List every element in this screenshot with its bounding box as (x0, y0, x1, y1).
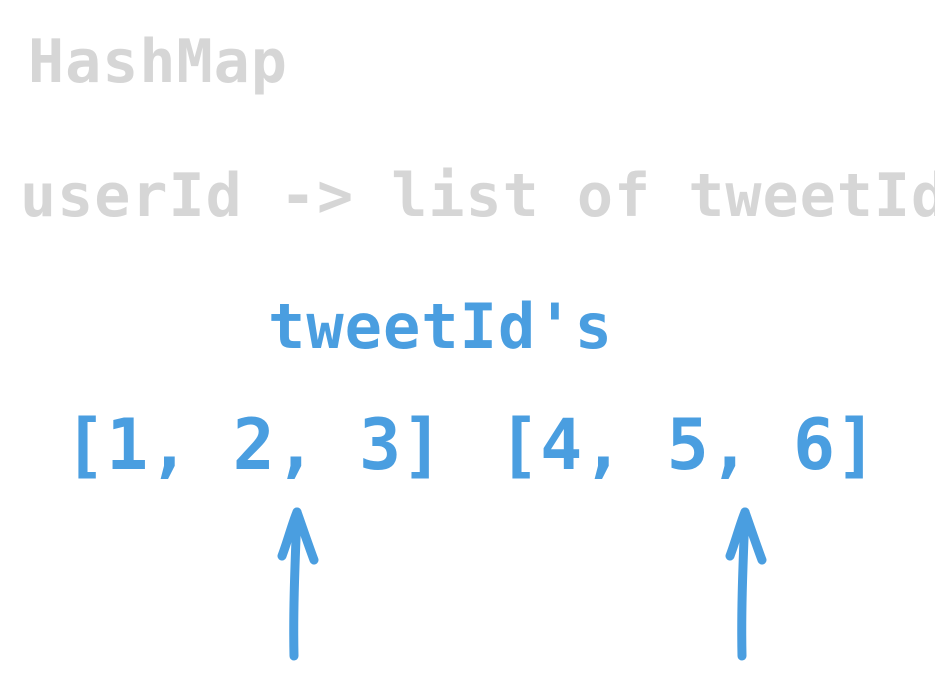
mapping-description: userId -> list of tweetId (20, 161, 935, 231)
tweet-list-second: [4, 5, 6] (498, 404, 878, 486)
up-arrow-icon-right (725, 507, 767, 661)
tweet-list-first: [1, 2, 3] (64, 404, 444, 486)
hashmap-heading: HashMap (28, 27, 288, 97)
tweet-ids-label: tweetId's (268, 290, 613, 363)
up-arrow-icon-left (277, 507, 319, 661)
